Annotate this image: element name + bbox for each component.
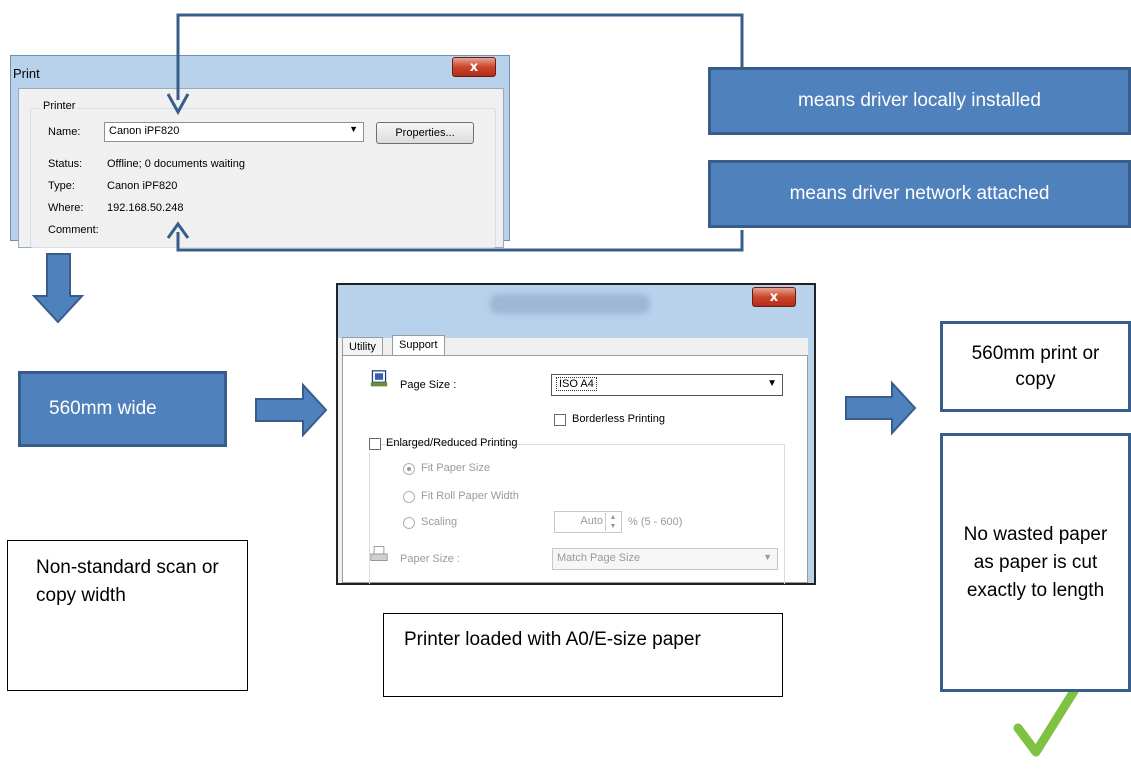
- borderless-label: Borderless Printing: [572, 413, 665, 425]
- page-size-select[interactable]: ISO A4 ▼: [551, 374, 783, 396]
- scaling-value: Auto: [580, 515, 603, 527]
- box-printer-loaded-text: Printer loaded with A0/E-size paper: [404, 629, 701, 650]
- scaling-range: % (5 - 600): [628, 516, 683, 528]
- type-value: Canon iPF820: [107, 180, 178, 192]
- print-dialog-close-button[interactable]: x: [452, 57, 496, 77]
- page-icon: [370, 370, 388, 387]
- status-label: Status:: [48, 158, 83, 170]
- box-non-standard: Non-standard scan or copy width: [7, 540, 248, 691]
- printer-name-select[interactable]: Canon iPF820 ▼: [104, 122, 364, 142]
- box-560mm-wide: 560mm wide: [18, 371, 227, 447]
- where-label: Where:: [48, 202, 84, 214]
- name-label: Name:: [48, 126, 81, 138]
- printer-group-label: Printer: [40, 100, 79, 112]
- scaling-input[interactable]: Auto ▲▼: [554, 511, 622, 533]
- network-connector-arrowhead: [166, 221, 190, 239]
- callout-local-text: means driver locally installed: [798, 90, 1041, 111]
- spinner-arrows-icon[interactable]: ▲▼: [605, 513, 620, 531]
- page-size-label: Page Size :: [400, 379, 457, 391]
- scaling-radio[interactable]: [403, 517, 415, 529]
- box-no-waste: No wasted paper as paper is cut exactly …: [940, 433, 1131, 692]
- where-value: 192.168.50.248: [107, 202, 184, 214]
- box-560mm-print: 560mm print or copy: [940, 321, 1131, 412]
- printer-group-box: [30, 108, 496, 248]
- enlarged-group-header: Enlarged/Reduced Printing: [364, 436, 517, 452]
- paper-size-label: Paper Size :: [400, 553, 460, 565]
- box-560mm-print-text: 560mm print or copy: [971, 342, 1100, 390]
- box-printer-loaded: Printer loaded with A0/E-size paper: [383, 613, 783, 697]
- driver-title-blur: [490, 294, 650, 314]
- down-arrow: [31, 253, 85, 324]
- borderless-checkbox[interactable]: [554, 414, 566, 426]
- chevron-down-icon: ▼: [767, 378, 777, 389]
- enlarged-label: Enlarged/Reduced Printing: [386, 437, 518, 449]
- chevron-down-icon: ▼: [349, 124, 358, 134]
- box-560mm-wide-text: 560mm wide: [49, 398, 157, 419]
- page-size-value: ISO A4: [556, 377, 597, 391]
- properties-button[interactable]: Properties...: [376, 122, 474, 144]
- comment-label: Comment:: [48, 224, 99, 236]
- paper-size-value: Match Page Size: [557, 552, 641, 564]
- scaling-label: Scaling: [421, 516, 458, 528]
- right-arrow-to-result: [845, 380, 917, 436]
- box-non-standard-text: Non-standard scan or copy width: [36, 557, 219, 606]
- local-connector-arrowhead: [166, 93, 190, 116]
- print-dialog-body: [18, 88, 504, 248]
- fit-roll-width-label: Fit Roll Paper Width: [421, 490, 519, 502]
- tab-support[interactable]: Support: [392, 335, 445, 357]
- enlarged-checkbox[interactable]: [369, 438, 381, 450]
- driver-dialog-close-button[interactable]: x: [752, 287, 796, 307]
- paper-size-select[interactable]: Match Page Size ▼: [552, 548, 778, 570]
- check-mark-icon: [1013, 683, 1081, 757]
- tab-utility[interactable]: Utility: [342, 337, 383, 357]
- callout-network-driver: means driver network attached: [708, 160, 1131, 228]
- fit-paper-size-label: Fit Paper Size: [421, 462, 491, 474]
- printer-name-value: Canon iPF820: [109, 125, 180, 137]
- fit-roll-width-radio[interactable]: [403, 491, 415, 503]
- fit-paper-size-radio[interactable]: [403, 463, 415, 475]
- status-value: Offline; 0 documents waiting: [107, 158, 245, 170]
- callout-local-driver: means driver locally installed: [708, 67, 1131, 135]
- chevron-down-icon: ▼: [763, 552, 772, 562]
- right-arrow-to-driver: [255, 382, 328, 438]
- network-connector-line: [176, 230, 744, 252]
- local-connector-line: [176, 13, 744, 100]
- type-label: Type:: [48, 180, 75, 192]
- box-no-waste-text: No wasted paper as paper is cut exactly …: [963, 523, 1108, 601]
- paper-size-icon: [370, 546, 388, 561]
- print-dialog-title: Print: [13, 66, 40, 81]
- enlarged-group-box: [369, 444, 785, 584]
- callout-network-text: means driver network attached: [789, 183, 1050, 204]
